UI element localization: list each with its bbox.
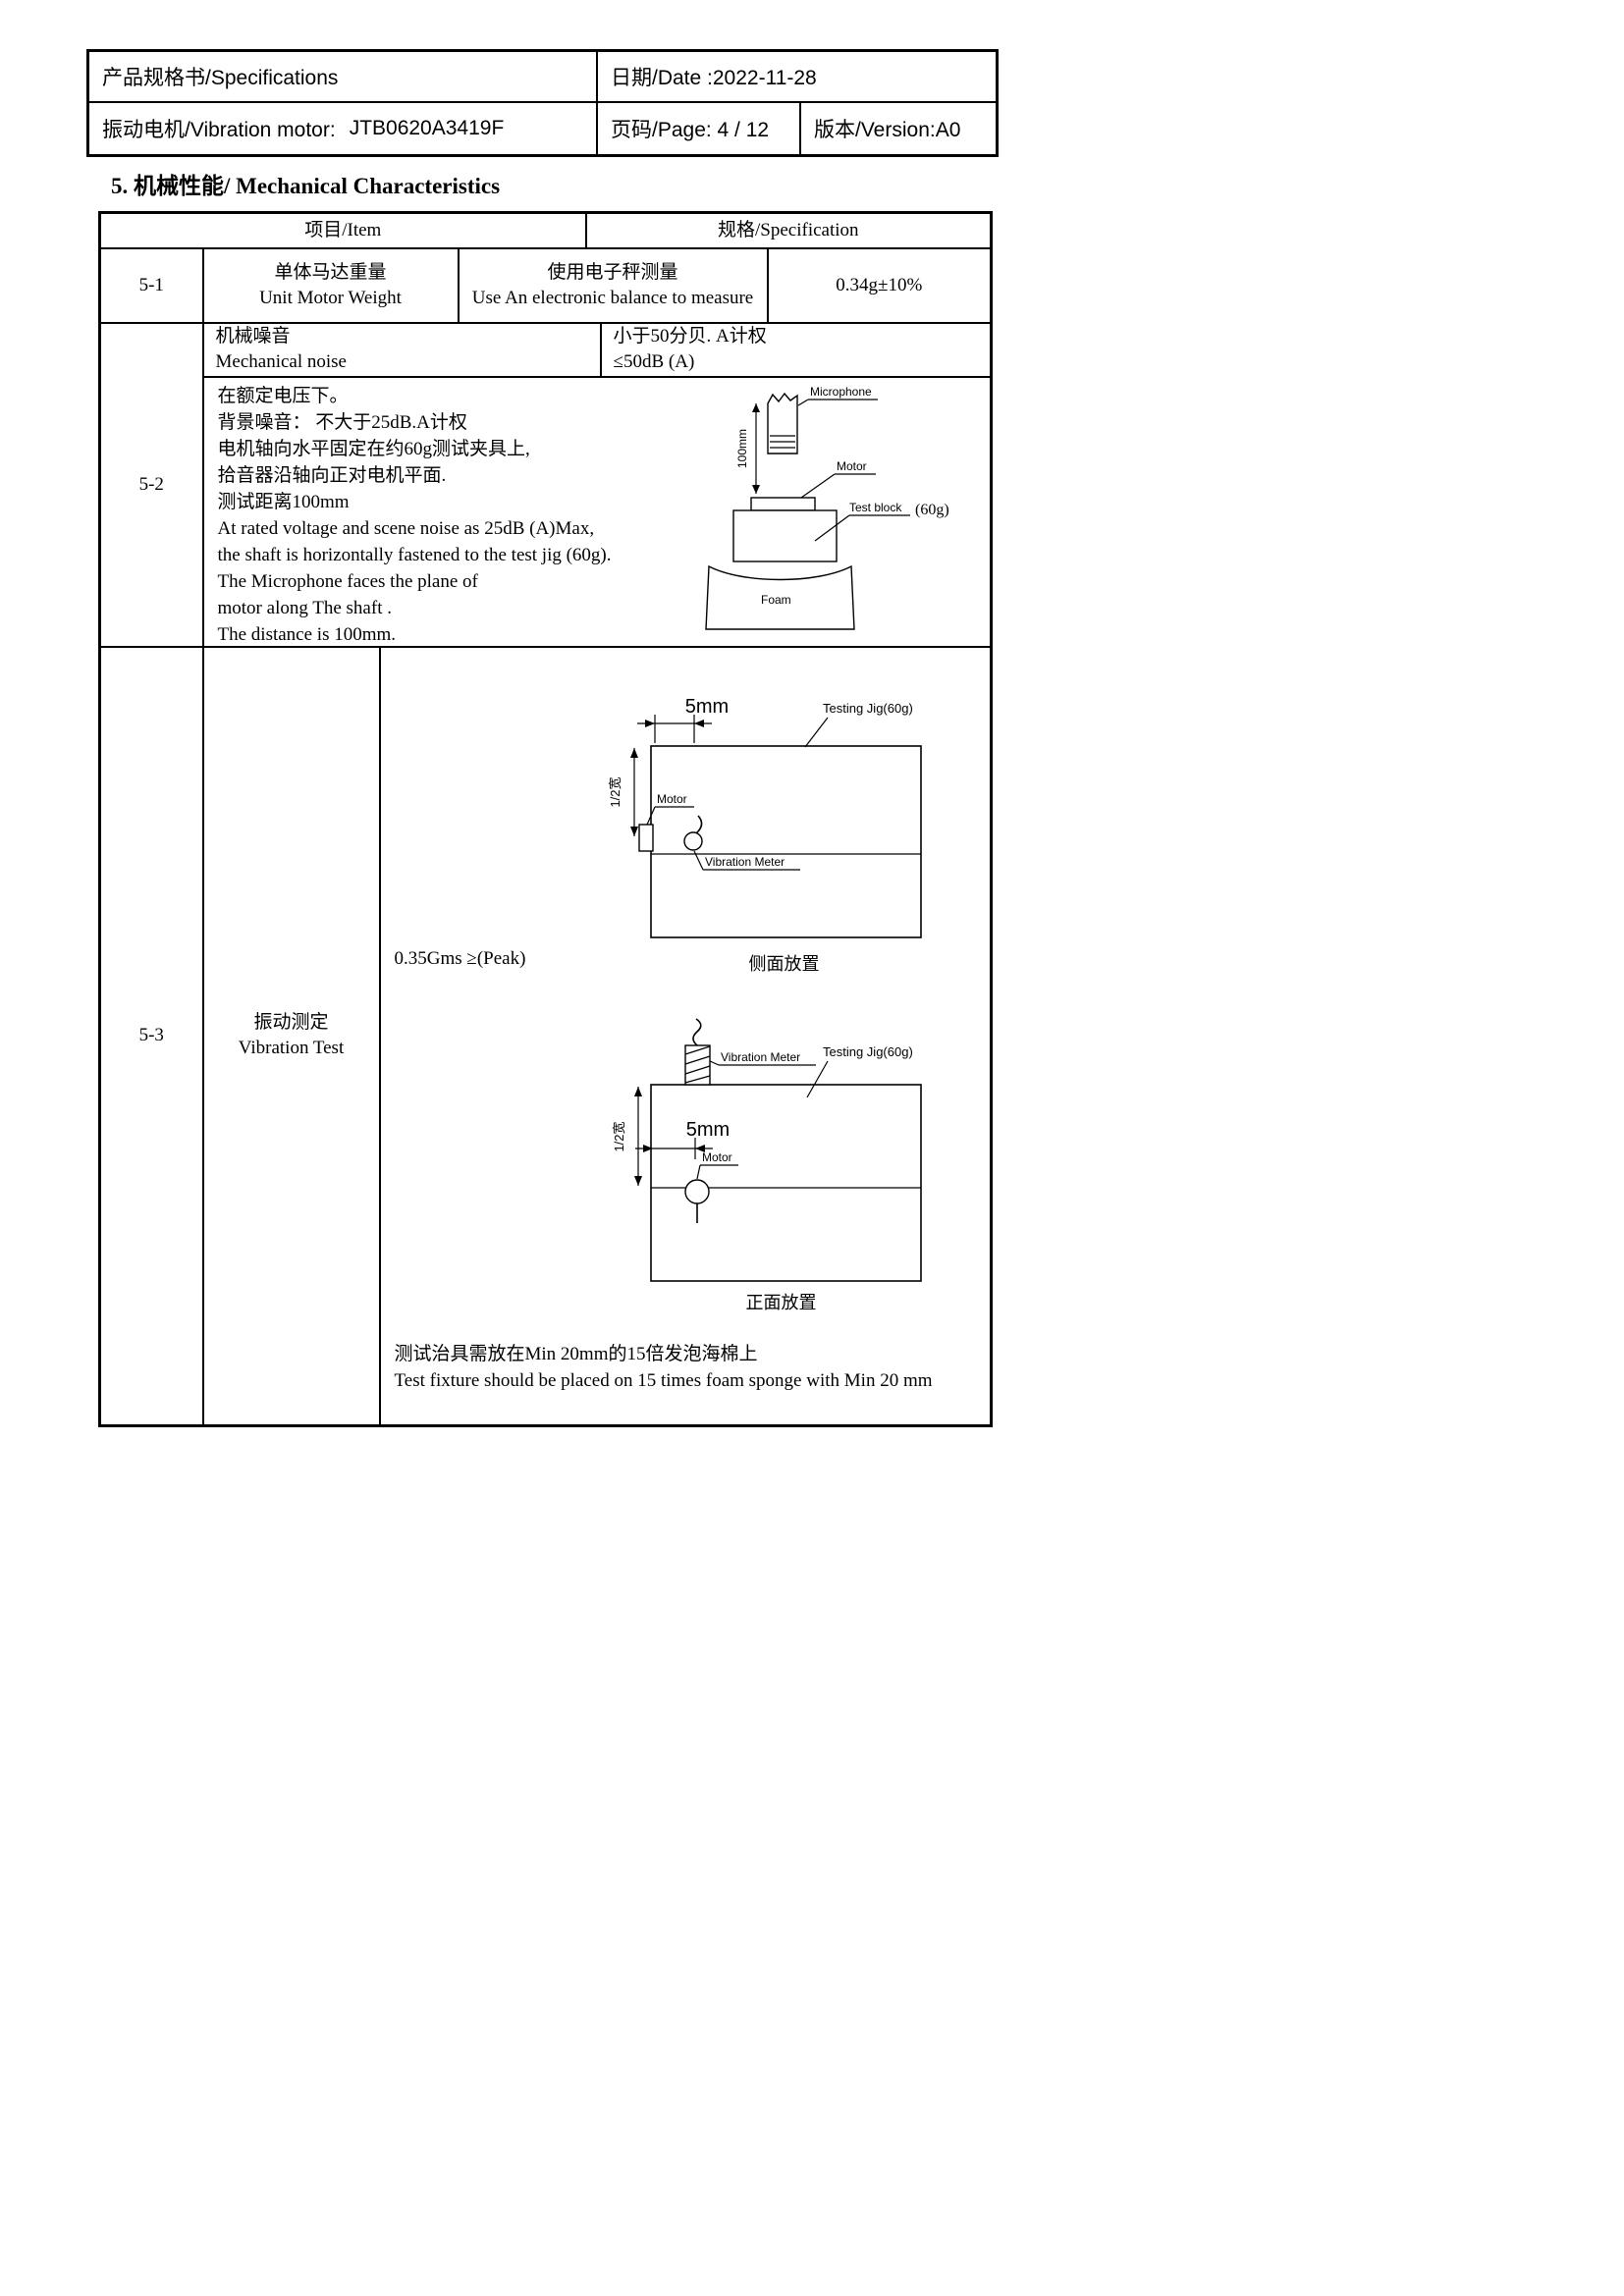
side-5mm-label: 5mm: [684, 696, 728, 718]
row-5-2-item: 机械噪音 Mechanical noise: [201, 321, 602, 378]
side-placement-caption: 侧面放置: [748, 953, 820, 974]
row-5-1-id: 5-1: [98, 246, 204, 324]
front-placement-caption: 正面放置: [745, 1292, 817, 1312]
column-header-spec: 规格/Specification: [584, 211, 993, 249]
motor-model: JTB0620A3419F: [349, 117, 505, 139]
front-5mm-label: 5mm: [685, 1119, 729, 1141]
desc-line: The distance is 100mm.: [217, 623, 397, 645]
test-block-weight-label: (60g): [915, 502, 949, 518]
motor-label: Motor: [837, 459, 867, 473]
distance-dimension: [751, 402, 760, 494]
row-5-3-name: 振动测定 Vibration Test: [201, 645, 381, 1426]
side-meter-label: Vibration Meter: [705, 855, 785, 869]
row-5-1-method-cn: 使用电子秤测量: [547, 261, 678, 283]
row-5-1-name: 单体马达重量 Unit Motor Weight: [201, 246, 460, 324]
row-5-3-name-en: Vibration Test: [238, 1038, 345, 1058]
vibration-spec-value: 0.35Gms ≥(Peak): [394, 947, 526, 969]
row-5-1-value: 0.34g±10%: [766, 246, 993, 324]
vibration-side-diagram: 5mm Testing Jig(60g) 1/2宽 Motor Vibratio…: [608, 696, 922, 938]
desc-line: The Microphone faces the plane of: [217, 570, 478, 592]
row-5-2-spec-cn: 小于50分贝. A计权: [613, 326, 767, 347]
row-5-2-spec: 小于50分贝. A计权 ≤50dB (A): [599, 321, 993, 378]
microphone-shape: [766, 392, 798, 454]
row-5-2-detail: 在额定电压下。 背景噪音： 不大于25dB.A计权 电机轴向水平固定在约60g测…: [100, 375, 993, 648]
front-half-width-label: 1/2宽: [612, 1121, 626, 1151]
side-motor-label: Motor: [657, 792, 687, 806]
row-5-3-detail-cell: 5mm Testing Jig(60g) 1/2宽 Motor Vibratio…: [378, 645, 993, 1426]
desc-line: 电机轴向水平固定在约60g测试夹具上,: [217, 438, 530, 459]
noise-test-diagram: Microphone 100mm Motor Test block (60g) …: [704, 385, 949, 630]
row-5-1-method-en: Use An electronic balance to measure: [471, 287, 754, 308]
callout-leaders: [797, 398, 910, 541]
desc-line: 背景噪音： 不大于25dB.A计权: [217, 411, 467, 433]
foam-label: Foam: [761, 593, 791, 607]
desc-line: 在额定电压下。: [217, 385, 349, 406]
vibration-test-diagrams: 5mm Testing Jig(60g) 1/2宽 Motor Vibratio…: [608, 696, 922, 1282]
foam-shape: [704, 564, 855, 630]
row-5-2-id: 5-2: [98, 321, 204, 648]
front-motor-label: Motor: [702, 1150, 732, 1164]
row-5-2-spec-en: ≤50dB (A): [613, 351, 695, 372]
doc-header-row-1: 产品规格书/Specifications 日期/Date :2022-11-28: [89, 52, 996, 103]
microphone-label: Microphone: [810, 385, 872, 399]
column-header-item: 项目/Item: [98, 211, 587, 249]
spec-title-cell: 产品规格书/Specifications: [89, 52, 598, 101]
characteristics-table: 项目/Item 规格/Specification 5-1 单体马达重量 Unit…: [98, 211, 994, 1427]
row-5-3-name-cn: 振动测定: [253, 1012, 329, 1033]
date-cell: 日期/Date :2022-11-28: [611, 67, 817, 89]
noise-test-description: 在额定电压下。 背景噪音： 不大于25dB.A计权 电机轴向水平固定在约60g测…: [218, 383, 612, 648]
testing-jig-rect-front: [649, 1083, 922, 1282]
desc-line: At rated voltage and scene noise as 25dB…: [217, 517, 595, 539]
row-5-2-item-en: Mechanical noise: [215, 351, 347, 372]
row-5-3-id: 5-3: [98, 645, 204, 1426]
row-5-1-method: 使用电子秤测量 Use An electronic balance to mea…: [457, 246, 769, 324]
desc-line: motor along The shaft .: [217, 597, 392, 618]
section-title: 5. 机械性能/ Mechanical Characteristics: [111, 174, 501, 198]
motor-label: 振动电机/Vibration motor:: [102, 119, 336, 141]
doc-header-row-2: 振动电机/Vibration motor: JTB0620A3419F 页码/P…: [89, 103, 996, 154]
side-half-width-label: 1/2宽: [608, 776, 623, 807]
motor-rect-side: [637, 823, 654, 852]
motor-cell: 振动电机/Vibration motor: JTB0620A3419F: [89, 103, 598, 154]
page-cell: 页码/Page: 4 / 12: [598, 103, 801, 154]
test-block-label: Test block: [849, 501, 902, 514]
row-5-1-name-en: Unit Motor Weight: [259, 287, 402, 308]
row-5-2-item-cn: 机械噪音: [215, 326, 291, 347]
row-5-2-noise: 5-2 机械噪音 Mechanical noise 小于50分贝. A计权 ≤5…: [98, 321, 993, 648]
row-5-1-name-cn: 单体马达重量: [274, 261, 387, 283]
front-jig-label: Testing Jig(60g): [823, 1044, 913, 1059]
test-block-shape: [731, 508, 838, 562]
doc-header-table: 产品规格书/Specifications 日期/Date :2022-11-28…: [86, 49, 999, 157]
side-jig-label: Testing Jig(60g): [823, 701, 913, 716]
row-5-1: 5-1 单体马达重量 Unit Motor Weight 使用电子秤测量 Use…: [98, 246, 993, 324]
vibration-meter-block-front: [683, 1043, 711, 1086]
desc-line: 拾音器沿轴向正对电机平面.: [217, 464, 447, 486]
row-5-3: 5-3 振动测定 Vibration Test: [98, 645, 993, 1426]
row-5-2-detail-cell: 在额定电压下。 背景噪音： 不大于25dB.A计权 电机轴向水平固定在约60g测…: [201, 375, 993, 648]
table-header-row: 项目/Item 规格/Specification: [98, 211, 993, 249]
fixture-note-en: Test fixture should be placed on 15 time…: [394, 1369, 933, 1391]
version-cell: 版本/Version:A0: [814, 119, 961, 141]
distance-label: 100mm: [735, 428, 749, 467]
fixture-note-cn: 测试治具需放在Min 20mm的15倍发泡海棉上: [394, 1343, 758, 1364]
desc-line: the shaft is horizontally fastened to th…: [217, 544, 612, 565]
motor-shape: [749, 496, 816, 511]
desc-line: 测试距离100mm: [217, 491, 350, 512]
vibration-front-diagram: 5mm Testing Jig(60g) 1/2宽 Motor Vibratio…: [612, 1017, 922, 1282]
motor-circle-front: [683, 1178, 710, 1204]
vibration-meter-circle-side: [682, 830, 703, 851]
front-meter-label: Vibration Meter: [721, 1050, 800, 1064]
